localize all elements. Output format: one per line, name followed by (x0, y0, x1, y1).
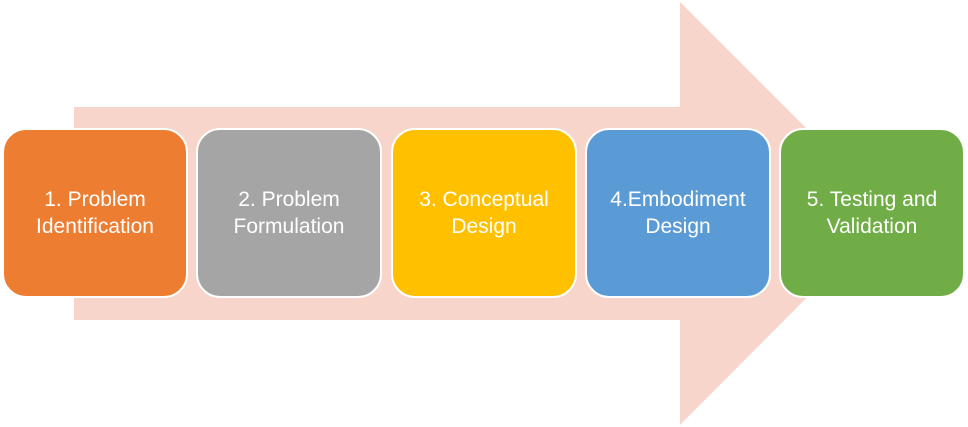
step-label: 3. Conceptual Design (419, 188, 549, 238)
step-conceptual-design: 3. Conceptual Design (391, 128, 577, 298)
step-embodiment-design: 4.Embodiment Design (585, 128, 771, 298)
step-label: 1. Problem Identification (36, 188, 154, 238)
step-label: 4.Embodiment Design (610, 188, 746, 238)
step-label: 2. Problem Formulation (233, 188, 345, 238)
step-testing-and-validation: 5. Testing and Validation (779, 128, 965, 298)
step-problem-formulation: 2. Problem Formulation (196, 128, 382, 298)
step-label: 5. Testing and Validation (806, 188, 938, 238)
step-problem-identification: 1. Problem Identification (2, 128, 188, 298)
